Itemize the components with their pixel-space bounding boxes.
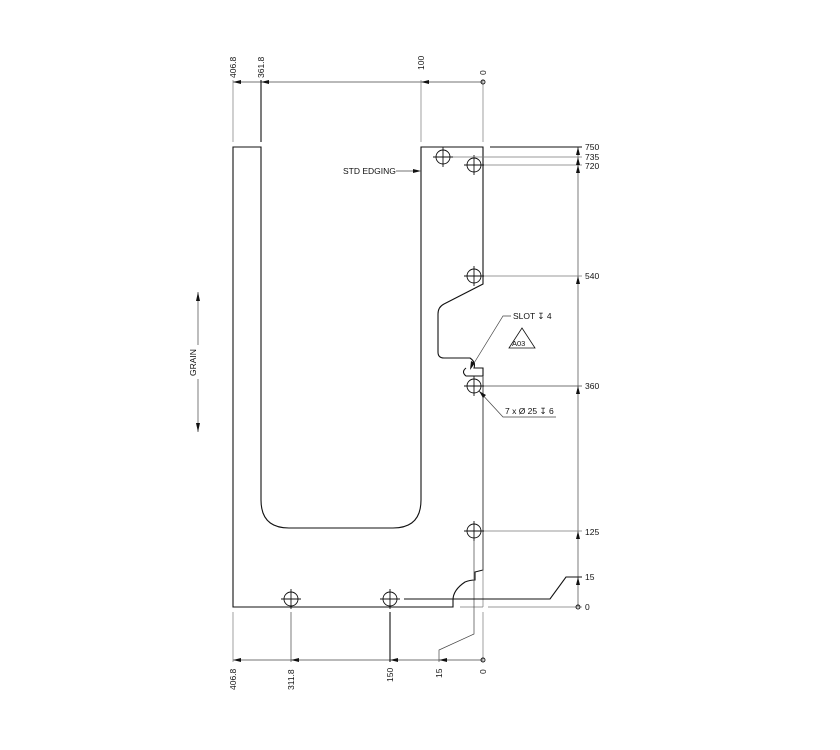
hole-spec-label: 7 x Ø 25 ↧ 6 <box>505 406 554 416</box>
hole-markers <box>281 147 484 609</box>
dim-right-0: 0 <box>585 602 590 612</box>
bottom-dimension-chain: 406.8 311.8 150 15 0 <box>228 541 488 690</box>
revision-triangle: A03 <box>508 327 536 349</box>
dim-top-100: 100 <box>416 56 426 70</box>
hole-icon <box>464 155 484 175</box>
hole-callout: 7 x Ø 25 ↧ 6 <box>478 390 556 418</box>
dim-top-406-8: 406.8 <box>228 56 238 78</box>
dim-right-750: 750 <box>585 142 599 152</box>
dim-bottom-15: 15 <box>434 668 444 678</box>
dim-bottom-0: 0 <box>478 669 488 674</box>
dim-top-361-8: 361.8 <box>256 56 266 78</box>
hole-icon <box>281 589 301 609</box>
dim-top-0: 0 <box>478 70 488 75</box>
hole-icon <box>464 521 484 541</box>
hole-icon <box>433 147 453 167</box>
right-dimension-chain: 750 735 720 540 360 125 15 0 <box>404 142 599 612</box>
slot-label: SLOT ↧ 4 <box>513 311 552 321</box>
dim-right-720: 720 <box>585 161 599 171</box>
top-dimension-chain: 406.8 361.8 100 0 <box>228 56 488 142</box>
dim-right-15: 15 <box>585 572 595 582</box>
hole-icon <box>380 589 400 609</box>
dim-right-125: 125 <box>585 527 599 537</box>
slot-callout: SLOT ↧ 4 <box>470 311 552 370</box>
grain-label: GRAIN <box>188 349 198 376</box>
dim-bottom-150: 150 <box>385 668 395 682</box>
dim-right-735: 735 <box>585 152 599 162</box>
grain-direction-indicator: GRAIN <box>188 292 206 432</box>
dim-bottom-311-8: 311.8 <box>286 669 296 690</box>
hole-icon <box>464 266 484 286</box>
std-edging-callout: STD EDGING <box>343 166 421 176</box>
panel-outline <box>232 146 484 608</box>
dim-right-360: 360 <box>585 381 599 391</box>
hole-icon <box>464 376 484 396</box>
std-edging-label: STD EDGING <box>343 166 396 176</box>
dim-right-540: 540 <box>585 271 599 281</box>
revision-tag: A03 <box>512 339 525 348</box>
dim-bottom-406-8: 406.8 <box>228 668 238 690</box>
